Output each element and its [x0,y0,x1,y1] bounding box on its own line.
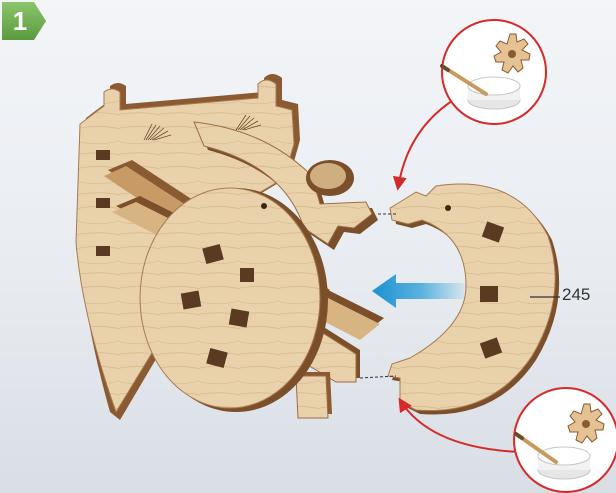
part-number-label: 245 [562,285,590,305]
glue-application-icon [514,388,616,492]
alignment-guide-bottom [360,376,396,378]
part-245-crescent [388,184,559,414]
front-disc-panel [140,188,328,412]
glue-application-icon [442,20,546,124]
blue-arrow-left-icon [372,274,470,308]
red-guide-arrow-top [398,96,460,188]
